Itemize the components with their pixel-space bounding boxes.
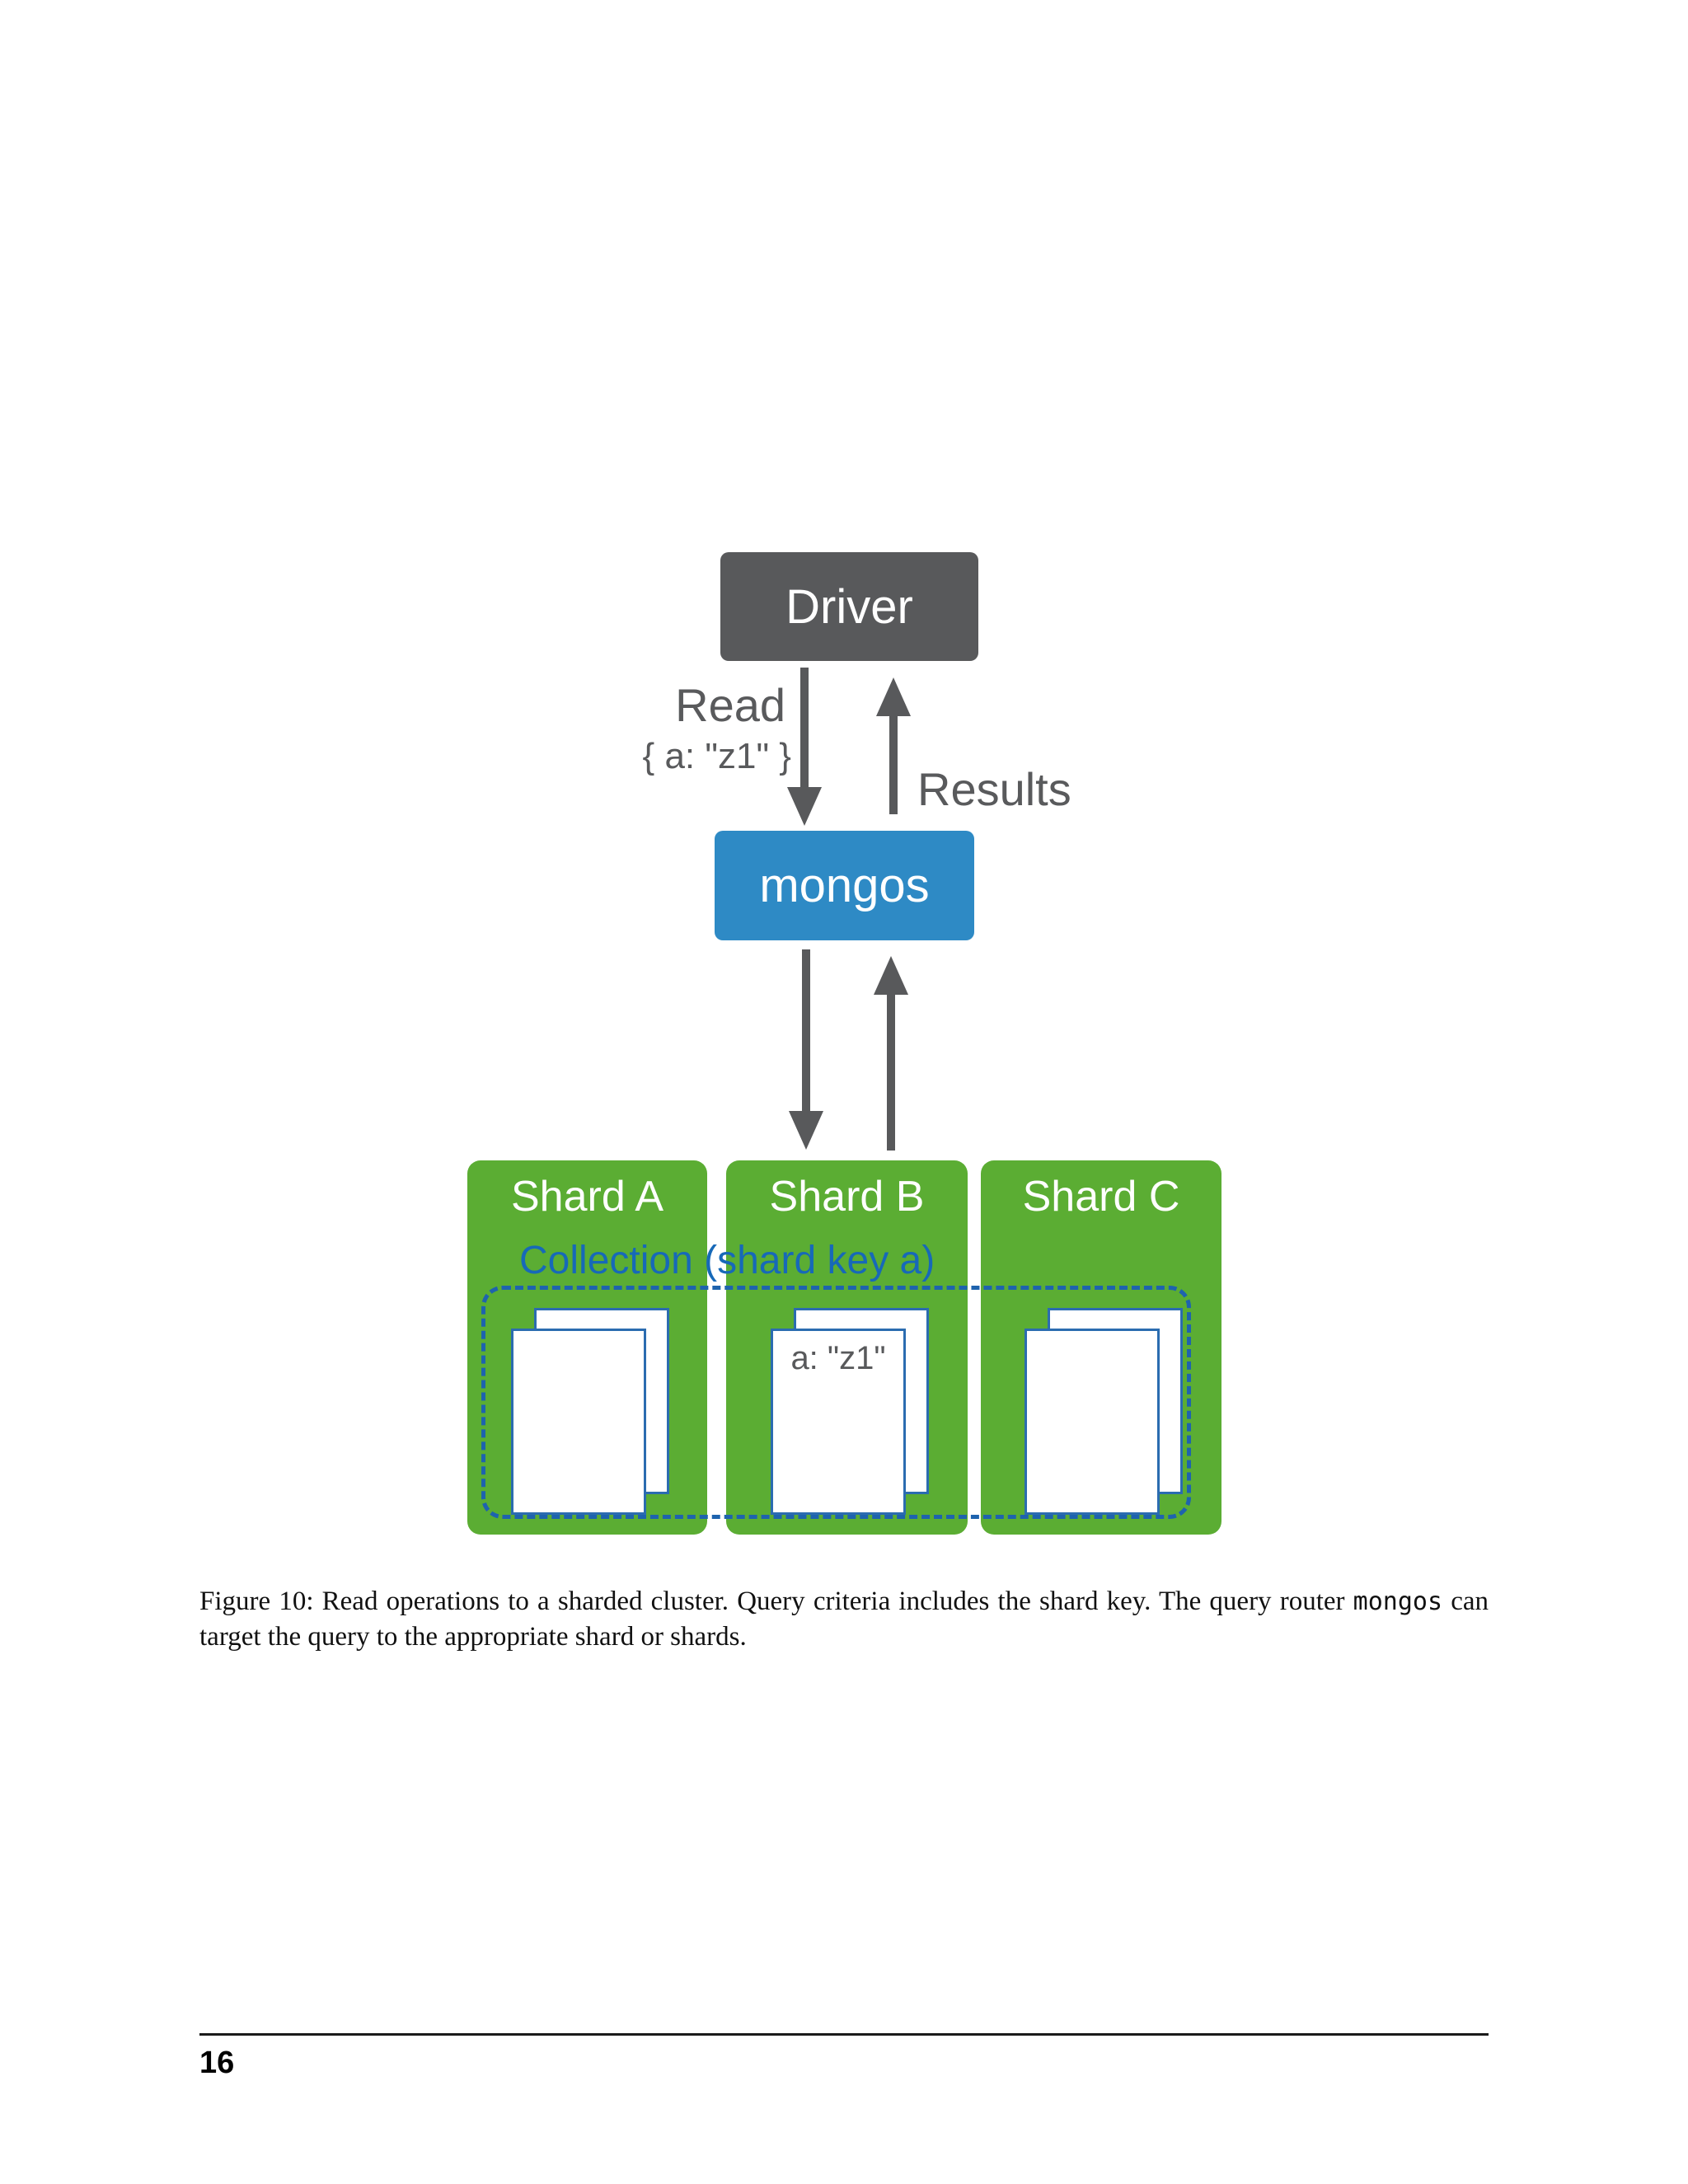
shard-a-document-front-icon [511,1329,646,1515]
figure-caption-text-end: can target the query to the appropriate … [199,1586,1489,1652]
shard-c-document-front-icon [1025,1329,1160,1515]
footer-rule [199,2033,1489,2036]
collection-label: Collection (shard key a) [519,1239,935,1282]
collection-boundary-dashed-box [481,1286,1191,1519]
arrow-up-mongos-to-driver-shaft [889,714,898,814]
figure-caption-text: Figure 10: Read operations to a sharded … [199,1586,1353,1616]
driver-node-label: Driver [785,579,913,634]
arrow-up-shard-to-mongos-shaft [887,992,895,1151]
mongos-node: mongos [715,831,974,940]
shard-b-document-front-icon [771,1329,906,1515]
shard-b-document-key-label: a: "z1" [790,1340,886,1376]
arrow-up-mongos-to-driver-icon [876,677,911,716]
mongos-node-label: mongos [759,859,930,912]
figure-caption: Figure 10: Read operations to a sharded … [199,1584,1489,1654]
shard-b-title: Shard B [769,1173,925,1221]
arrow-down-driver-to-mongos-shaft [800,668,809,789]
read-arrow-label: Read [675,679,785,731]
shard-c-title: Shard C [1022,1173,1180,1221]
figure-caption-code: mongos [1353,1587,1443,1616]
arrow-down-mongos-to-shard-shaft [802,949,810,1111]
shard-a-title: Shard A [510,1173,664,1221]
arrow-down-driver-to-mongos-icon [787,787,822,826]
driver-node: Driver [720,552,978,661]
arrow-up-shard-to-mongos-icon [874,956,908,995]
arrow-down-mongos-to-shard-icon [789,1111,823,1150]
page-number: 16 [199,2046,235,2080]
results-arrow-label: Results [917,763,1071,815]
read-query-criteria-label: { a: "z1" } [642,736,791,776]
